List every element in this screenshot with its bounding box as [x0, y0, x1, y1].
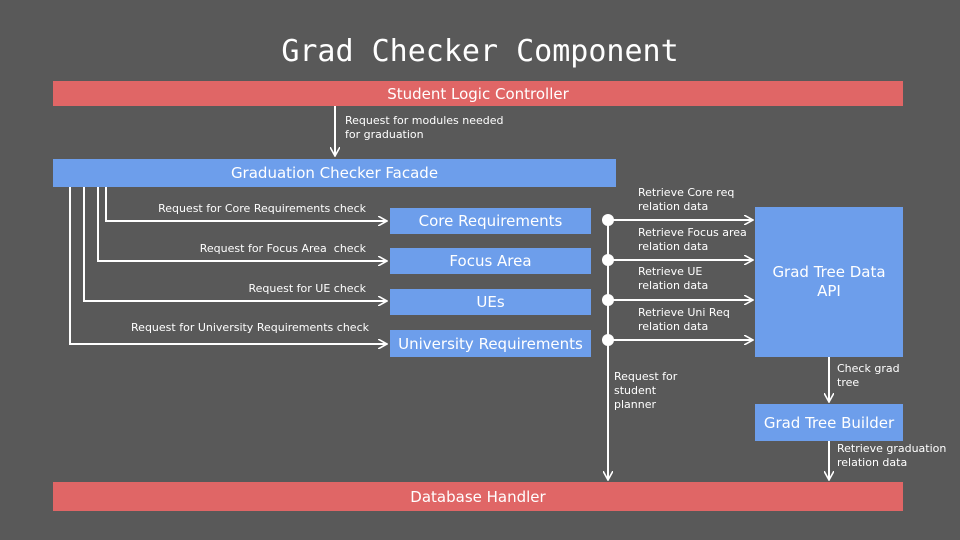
label-request-core: Request for Core Requirements check: [158, 202, 366, 215]
junction-dot: [602, 294, 614, 306]
edge-request-uni: [69, 187, 386, 344]
university-requirements-box: University Requirements: [390, 330, 591, 357]
label-retrieve-core: Retrieve Core req relation data: [638, 186, 735, 213]
label-retrieve-graduation: Retrieve graduation relation data: [837, 442, 947, 469]
junction-dot: [602, 214, 614, 226]
grad-tree-builder-box: Grad Tree Builder: [755, 404, 903, 441]
label-request-ue: Request for UE check: [248, 282, 366, 295]
label-check-grad-tree: Check grad tree: [837, 362, 900, 389]
label-retrieve-ue: Retrieve UE relation data: [638, 265, 709, 292]
core-requirements-box: Core Requirements: [390, 208, 591, 234]
label-request-student-planner: Request for student planner: [614, 370, 678, 411]
label-request-modules: Request for modules needed for graduatio…: [345, 114, 504, 141]
label-request-uni: Request for University Requirements chec…: [131, 321, 369, 334]
edge-request-core: [105, 187, 386, 221]
label-retrieve-focus: Retrieve Focus area relation data: [638, 226, 747, 253]
edge-request-focus: [97, 187, 386, 261]
ues-box: UEs: [390, 289, 591, 315]
graduation-checker-facade: Graduation Checker Facade: [53, 159, 616, 187]
grad-tree-data-api-box: Grad Tree Data API: [755, 207, 903, 357]
page-title: Grad Checker Component: [281, 34, 679, 69]
focus-area-box: Focus Area: [390, 248, 591, 274]
label-request-focus: Request for Focus Area check: [199, 242, 366, 255]
junction-dot: [602, 254, 614, 266]
database-handler: Database Handler: [53, 482, 903, 511]
label-retrieve-uni: Retrieve Uni Req relation data: [638, 306, 730, 333]
edge-request-ue: [83, 187, 386, 301]
student-logic-controller: Student Logic Controller: [53, 81, 903, 106]
junction-dot: [602, 334, 614, 346]
grad-tree-data-api-label: Grad Tree Data API: [772, 263, 886, 300]
